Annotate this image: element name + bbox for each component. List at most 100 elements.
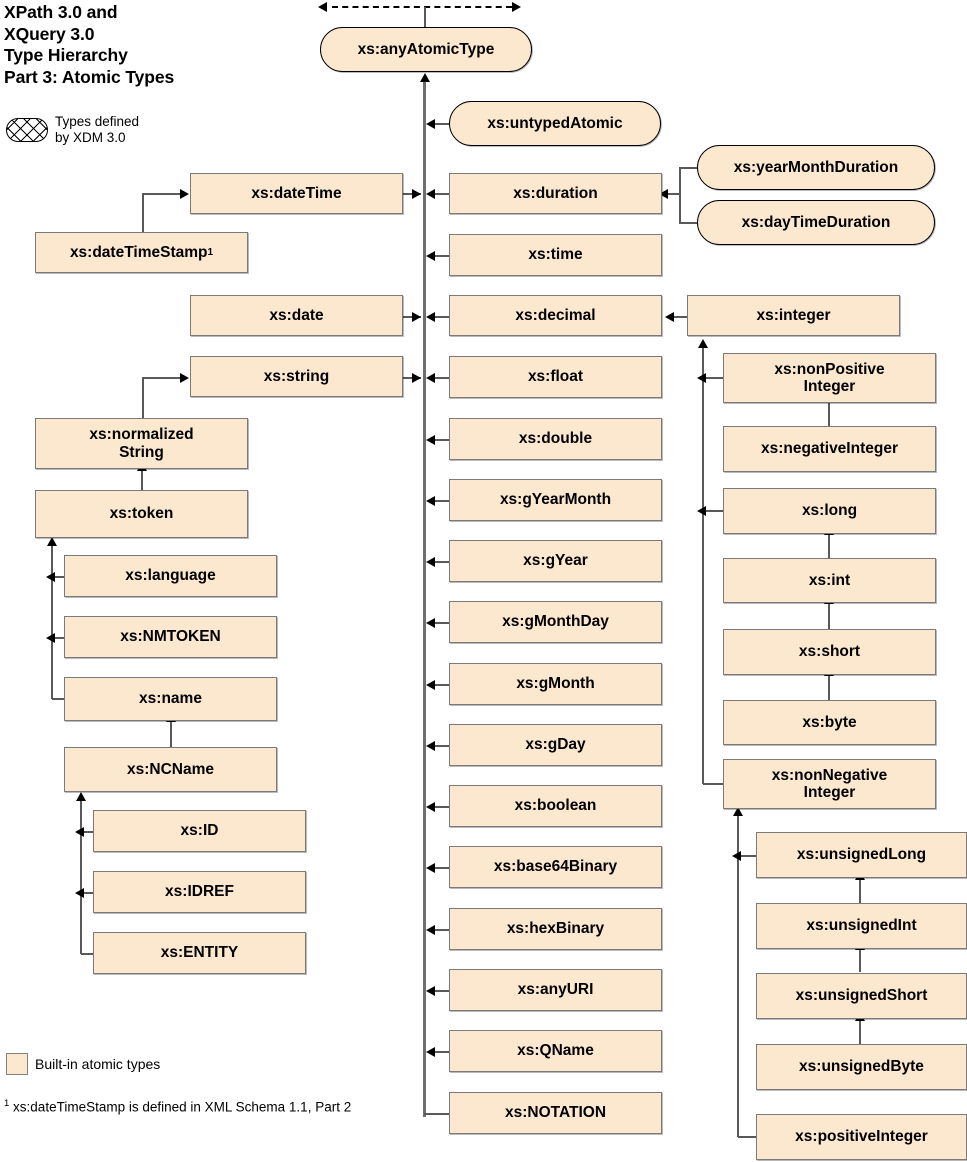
node-unsigned-short[interactable]: xs:unsignedShort xyxy=(756,973,967,1019)
node-date[interactable]: xs:date xyxy=(190,295,403,336)
node-positive-integer[interactable]: xs:positiveInteger xyxy=(756,1114,967,1160)
node-language[interactable]: xs:language xyxy=(64,555,277,597)
link-entity xyxy=(81,953,93,955)
arrow-nmtoken-icon xyxy=(46,632,55,643)
node-g-year-month[interactable]: xs:gYearMonth xyxy=(449,479,662,521)
node-year-month-duration[interactable]: xs:yearMonthDuration xyxy=(697,145,935,190)
node-name[interactable]: xs:name xyxy=(64,677,277,721)
arrow-date-icon xyxy=(412,311,421,322)
link-durations-v xyxy=(679,167,681,223)
node-byte[interactable]: xs:byte xyxy=(723,700,936,745)
link-double xyxy=(432,439,450,441)
node-any-atomic-type[interactable]: xs:anyAtomicType xyxy=(320,27,532,72)
node-long[interactable]: xs:long xyxy=(723,488,936,534)
link-yearmonthduration-h xyxy=(679,167,698,169)
node-g-month-day[interactable]: xs:gMonthDay xyxy=(449,601,662,643)
arrow-integer-icon xyxy=(665,311,674,322)
node-date-time-stamp-label: xs:dateTimeStamp xyxy=(69,243,208,261)
arrow-gyear-icon xyxy=(426,556,435,567)
node-negative-integer[interactable]: xs:negativeInteger xyxy=(723,426,936,472)
legend-xdm-swatch xyxy=(6,118,48,142)
node-any-uri[interactable]: xs:anyURI xyxy=(449,969,662,1011)
link-qname xyxy=(432,1051,450,1053)
link-datetimestamp-v xyxy=(142,193,144,232)
footnote: 1 xs:dateTimeStamp is defined in XML Sch… xyxy=(4,1094,434,1117)
node-date-time[interactable]: xs:dateTime xyxy=(190,173,403,214)
node-g-day[interactable]: xs:gDay xyxy=(449,724,662,766)
link-unsignedint xyxy=(859,879,861,903)
node-g-month[interactable]: xs:gMonth xyxy=(449,663,662,705)
node-decimal[interactable]: xs:decimal xyxy=(449,295,662,336)
link-duration-to-trunk xyxy=(432,193,450,195)
node-unsigned-int[interactable]: xs:unsignedInt xyxy=(756,903,967,949)
link-token-to-normalizedstring xyxy=(141,470,143,490)
link-nonpositiveinteger xyxy=(703,377,723,379)
node-notation[interactable]: xs:NOTATION xyxy=(449,1092,662,1134)
arrow-qname-icon xyxy=(426,1046,435,1057)
node-float[interactable]: xs:float xyxy=(449,356,662,398)
page-title: XPath 3.0 and XQuery 3.0 Type Hierarchy … xyxy=(4,2,175,87)
link-idref xyxy=(81,892,93,894)
link-id xyxy=(81,831,93,833)
node-normalized-string[interactable]: xs:normalized String xyxy=(35,418,248,469)
arrow-hexbinary-icon xyxy=(426,924,435,935)
node-unsigned-long[interactable]: xs:unsignedLong xyxy=(756,832,967,878)
arrow-boolean-icon xyxy=(426,801,435,812)
node-base64-binary[interactable]: xs:base64Binary xyxy=(449,846,662,888)
arrow-base64binary-icon xyxy=(426,862,435,873)
node-idref[interactable]: xs:IDREF xyxy=(93,871,306,913)
link-int-to-long xyxy=(828,534,830,558)
link-unsignedbyte xyxy=(859,1020,861,1044)
node-string[interactable]: xs:string xyxy=(190,356,403,397)
arrow-ncname-spine-icon xyxy=(76,792,86,801)
node-nc-name[interactable]: xs:NCName xyxy=(64,747,277,792)
node-time[interactable]: xs:time xyxy=(449,234,662,276)
link-time-to-trunk xyxy=(432,255,450,257)
link-negativeinteger xyxy=(828,402,830,426)
link-byte-to-short xyxy=(828,675,830,700)
link-base64binary xyxy=(432,867,450,869)
node-duration[interactable]: xs:duration xyxy=(449,173,662,214)
node-day-time-duration[interactable]: xs:dayTimeDuration xyxy=(697,200,935,245)
token-spine-line xyxy=(51,545,53,699)
node-short[interactable]: xs:short xyxy=(723,629,936,675)
link-nonnegativeinteger xyxy=(703,783,723,785)
arrow-gday-icon xyxy=(426,740,435,751)
node-date-time-stamp-footnote: 1 xyxy=(207,246,214,258)
link-normalizedstring-h xyxy=(142,377,180,379)
arrow-datetime-icon xyxy=(412,188,421,199)
link-durations-to-duration xyxy=(665,193,680,195)
arrow-language-icon xyxy=(46,571,55,582)
node-boolean[interactable]: xs:boolean xyxy=(449,785,662,827)
link-integer-to-decimal xyxy=(671,316,689,318)
arrow-nonnegative-spine-icon xyxy=(733,807,743,816)
node-token[interactable]: xs:token xyxy=(35,490,248,538)
arrow-token-spine-icon xyxy=(47,537,57,546)
node-entity[interactable]: xs:ENTITY xyxy=(93,932,306,974)
node-g-year[interactable]: xs:gYear xyxy=(449,540,662,582)
ncname-spine-line xyxy=(80,800,82,954)
node-nmtoken[interactable]: xs:NMTOKEN xyxy=(64,616,277,658)
arrow-idref-icon xyxy=(75,887,84,898)
node-qname[interactable]: xs:QName xyxy=(449,1030,662,1072)
link-gmonth xyxy=(432,684,450,686)
link-ncname-to-name xyxy=(170,721,172,747)
node-int[interactable]: xs:int xyxy=(723,558,936,603)
node-non-positive-integer[interactable]: xs:nonPositive Integer xyxy=(723,353,936,403)
link-short-to-int xyxy=(828,603,830,629)
link-nmtoken xyxy=(52,637,64,639)
integer-spine-line xyxy=(702,347,704,784)
node-non-negative-integer[interactable]: xs:nonNegative Integer xyxy=(723,759,936,809)
node-integer[interactable]: xs:integer xyxy=(687,295,900,336)
link-boolean xyxy=(432,806,450,808)
arrow-decimal-icon xyxy=(426,311,435,322)
link-unsignedlong xyxy=(738,855,756,857)
node-unsigned-byte[interactable]: xs:unsignedByte xyxy=(756,1044,967,1090)
node-untyped-atomic[interactable]: xs:untypedAtomic xyxy=(449,101,661,146)
main-trunk-line xyxy=(423,82,426,1117)
arrow-datetimestamp-icon xyxy=(180,188,189,199)
node-hex-binary[interactable]: xs:hexBinary xyxy=(449,908,662,950)
node-id[interactable]: xs:ID xyxy=(93,810,306,852)
node-double[interactable]: xs:double xyxy=(449,418,662,460)
